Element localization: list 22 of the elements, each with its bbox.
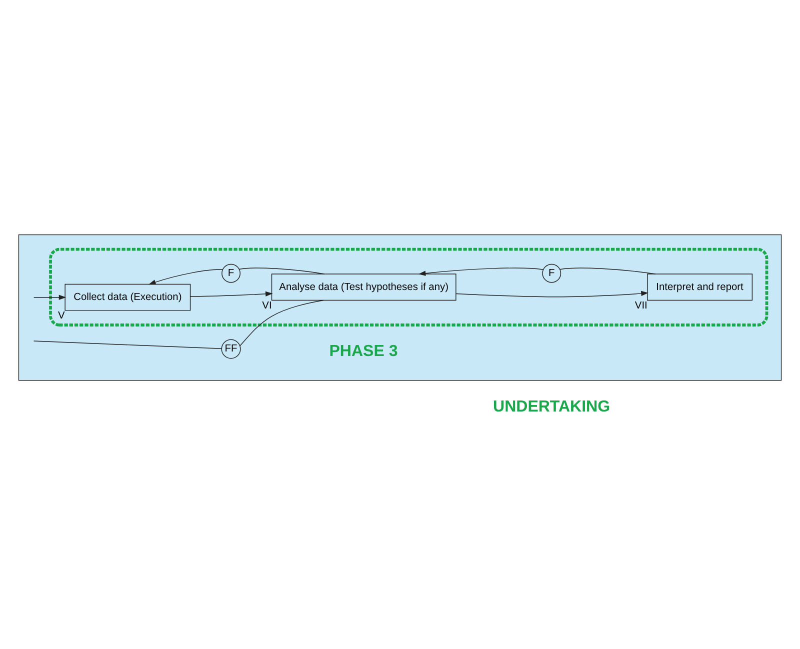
node-circle: FF: [221, 338, 241, 358]
node-label: VII: [634, 300, 648, 311]
connector: [33, 340, 222, 349]
node-label: VI: [262, 300, 272, 311]
node-label: V: [58, 310, 65, 322]
node-box: Analyse data (Test hypotheses if any): [271, 273, 456, 300]
arrow: [190, 290, 273, 296]
connector: [238, 267, 325, 274]
connector: [240, 299, 324, 346]
label: UNDERTAKING: [493, 398, 610, 415]
node-circle: F: [542, 263, 562, 282]
node-box: Collect data (Execution): [64, 283, 191, 310]
cluster: [18, 234, 782, 380]
label: PHASE 3: [329, 342, 398, 360]
cluster: [49, 247, 768, 326]
arrow: [148, 268, 223, 284]
arrow: [418, 267, 544, 276]
node-box: Interpret and report: [647, 273, 753, 300]
arrow: [456, 290, 648, 297]
arrow: [33, 294, 66, 300]
node-circle: F: [222, 263, 240, 282]
connector: [560, 267, 656, 274]
